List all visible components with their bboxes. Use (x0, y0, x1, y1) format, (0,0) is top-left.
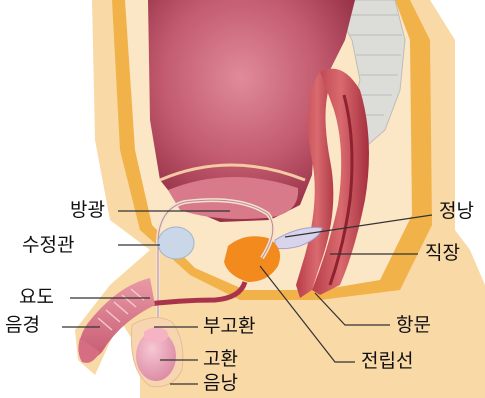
label-urethra: 요도 (19, 288, 54, 307)
label-rectum: 직장 (425, 244, 460, 263)
label-penis: 음경 (5, 316, 40, 335)
label-epididymis: 부고환 (203, 317, 255, 336)
label-seminal-vesicle: 정낭 (439, 202, 474, 221)
label-vas-deferens: 수정관 (22, 236, 74, 255)
label-bladder: 방광 (70, 201, 105, 220)
label-prostate: 전립선 (361, 352, 413, 371)
label-testis: 고환 (203, 350, 238, 369)
label-scrotum: 음낭 (203, 374, 238, 393)
epididymis (144, 327, 168, 342)
label-anus: 항문 (396, 316, 431, 335)
pubic-bone (158, 227, 194, 259)
